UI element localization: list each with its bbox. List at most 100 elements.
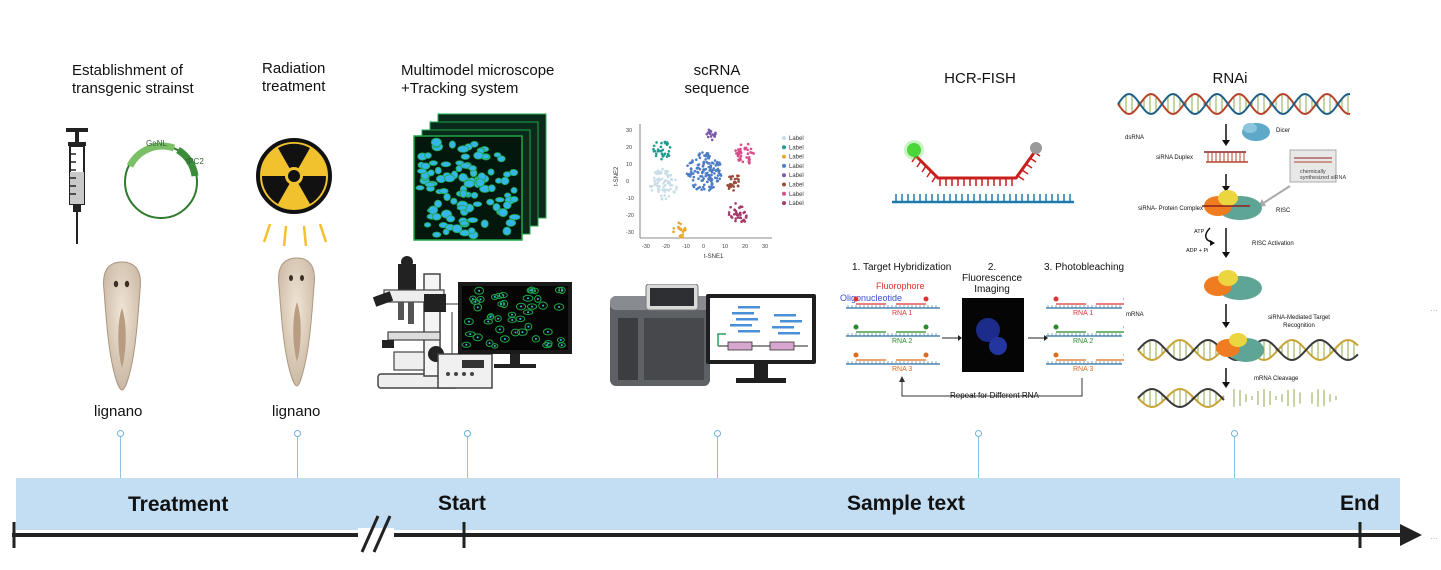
tsne-point: [665, 143, 669, 147]
tsne-xlabel: t-SNE1: [704, 254, 724, 260]
tsne-point: [739, 154, 743, 158]
cell-mark: [497, 155, 506, 163]
tsne-point: [689, 170, 693, 174]
monitor-cell-nucleus: [497, 317, 500, 320]
plasmid-gene2-label: tPC2: [186, 157, 204, 166]
tsne-point: [706, 135, 710, 139]
monitor-cell-nucleus: [474, 300, 477, 303]
tsne-point: [667, 189, 671, 192]
tsne-point: [710, 161, 714, 165]
plasmid-icon: GeNL tPC2: [124, 139, 204, 219]
tsne-legend-swatch: [782, 163, 786, 168]
tsne-point: [659, 145, 663, 149]
tsne-point: [700, 188, 703, 191]
tsne-point: [705, 132, 709, 136]
tsne-point: [712, 167, 716, 170]
tsne-point: [701, 151, 704, 154]
tsne-point: [663, 194, 666, 197]
tsne-legend-swatch: [782, 173, 786, 178]
cell-mark: [428, 160, 438, 166]
tsne-point: [656, 149, 660, 153]
tsne-point: [662, 182, 665, 185]
tsne-point: [706, 180, 709, 184]
tsne-point: [732, 212, 736, 216]
hcr-rna2-right: RNA 2: [1073, 338, 1094, 345]
tsne-point: [691, 184, 695, 187]
timeline-end-label: End: [1340, 492, 1380, 515]
rnai-pathway: [1117, 93, 1359, 409]
tsne-point: [659, 149, 663, 153]
tsne-point: [657, 170, 661, 174]
tsne-point: [733, 208, 737, 212]
tsne-point: [726, 184, 730, 188]
monitor-cell-nucleus: [559, 339, 562, 342]
tsne-point: [729, 205, 732, 209]
tsne-point: [664, 197, 668, 201]
tsne-point: [710, 181, 714, 185]
cell-mark: [434, 199, 443, 208]
monitor-cell-nucleus: [467, 320, 470, 323]
tsne-point: [673, 191, 676, 194]
cell-mark: [467, 217, 479, 223]
tsne-point: [669, 178, 673, 181]
tsne-point: [672, 230, 675, 234]
tsne-point: [706, 156, 710, 160]
monitor-cell-mark: [522, 309, 534, 316]
monitor-cell-nucleus: [547, 342, 550, 345]
tsne-point: [738, 206, 741, 209]
cell-mark: [451, 224, 463, 234]
tsne-point: [702, 183, 706, 187]
hcr-rna1-right: RNA 1: [1073, 310, 1094, 317]
tsne-point: [707, 188, 711, 192]
monitor-cell-mark: [491, 343, 499, 349]
timeline-band: [16, 478, 1400, 530]
monitor-cell-mark: [510, 328, 521, 337]
tsne-point: [664, 169, 667, 173]
tsne-point: [660, 157, 663, 161]
monitor-cell-nucleus: [514, 331, 517, 334]
tsne-point: [727, 213, 731, 216]
hcr-fluorophore-mark: [853, 296, 859, 302]
cell-mark: [431, 213, 442, 221]
cell-mark: [463, 179, 475, 188]
tsne-point: [702, 168, 705, 171]
tsne-point: [734, 219, 737, 223]
tsne-point: [669, 183, 672, 187]
tsne-point: [655, 141, 658, 144]
monitor-cell-mark: [515, 302, 527, 311]
monitor-cell-nucleus: [558, 306, 561, 309]
tsne-point: [713, 172, 716, 175]
monitor-cell-nucleus: [476, 336, 479, 339]
tsne-legend-label: Label: [789, 145, 804, 151]
tsne-point: [698, 156, 702, 160]
tsne-legend-label: Label: [789, 136, 804, 142]
monitor-cell-mark: [522, 294, 534, 302]
tsne-point: [697, 163, 701, 166]
tsne-point: [748, 160, 751, 164]
tsne-point: [713, 159, 717, 162]
connector-dot-2: [294, 430, 301, 437]
connector-dot-3: [464, 430, 471, 437]
monitor-cell-nucleus: [465, 343, 468, 346]
timeline-sample-label: Sample text: [847, 492, 965, 515]
monitor-cell-mark: [542, 328, 553, 336]
tsne-ytick-label: -10: [626, 196, 634, 202]
plasmid-gene1-label: GeNL: [146, 139, 167, 148]
monitor-cell-nucleus: [469, 333, 472, 336]
tsne-legend-swatch: [782, 136, 786, 140]
monitor-cell-mark: [515, 315, 526, 323]
sequence-read: [730, 324, 752, 327]
tsne-point: [737, 180, 740, 183]
tsne-xtick-label: 20: [742, 244, 748, 250]
tsne-point: [736, 148, 740, 151]
tsne-point: [698, 185, 702, 189]
rnai-dicer-label: Dicer: [1276, 128, 1291, 134]
hcr-fluorophore-mark: [923, 324, 929, 330]
cell-field: [415, 137, 521, 240]
tsne-point: [715, 162, 719, 165]
tsne-point: [732, 189, 735, 192]
tsne-legend-label: Label: [789, 155, 804, 161]
monitor-cell-nucleus: [534, 337, 537, 340]
tsne-point: [704, 158, 707, 161]
tsne-point: [683, 226, 687, 230]
